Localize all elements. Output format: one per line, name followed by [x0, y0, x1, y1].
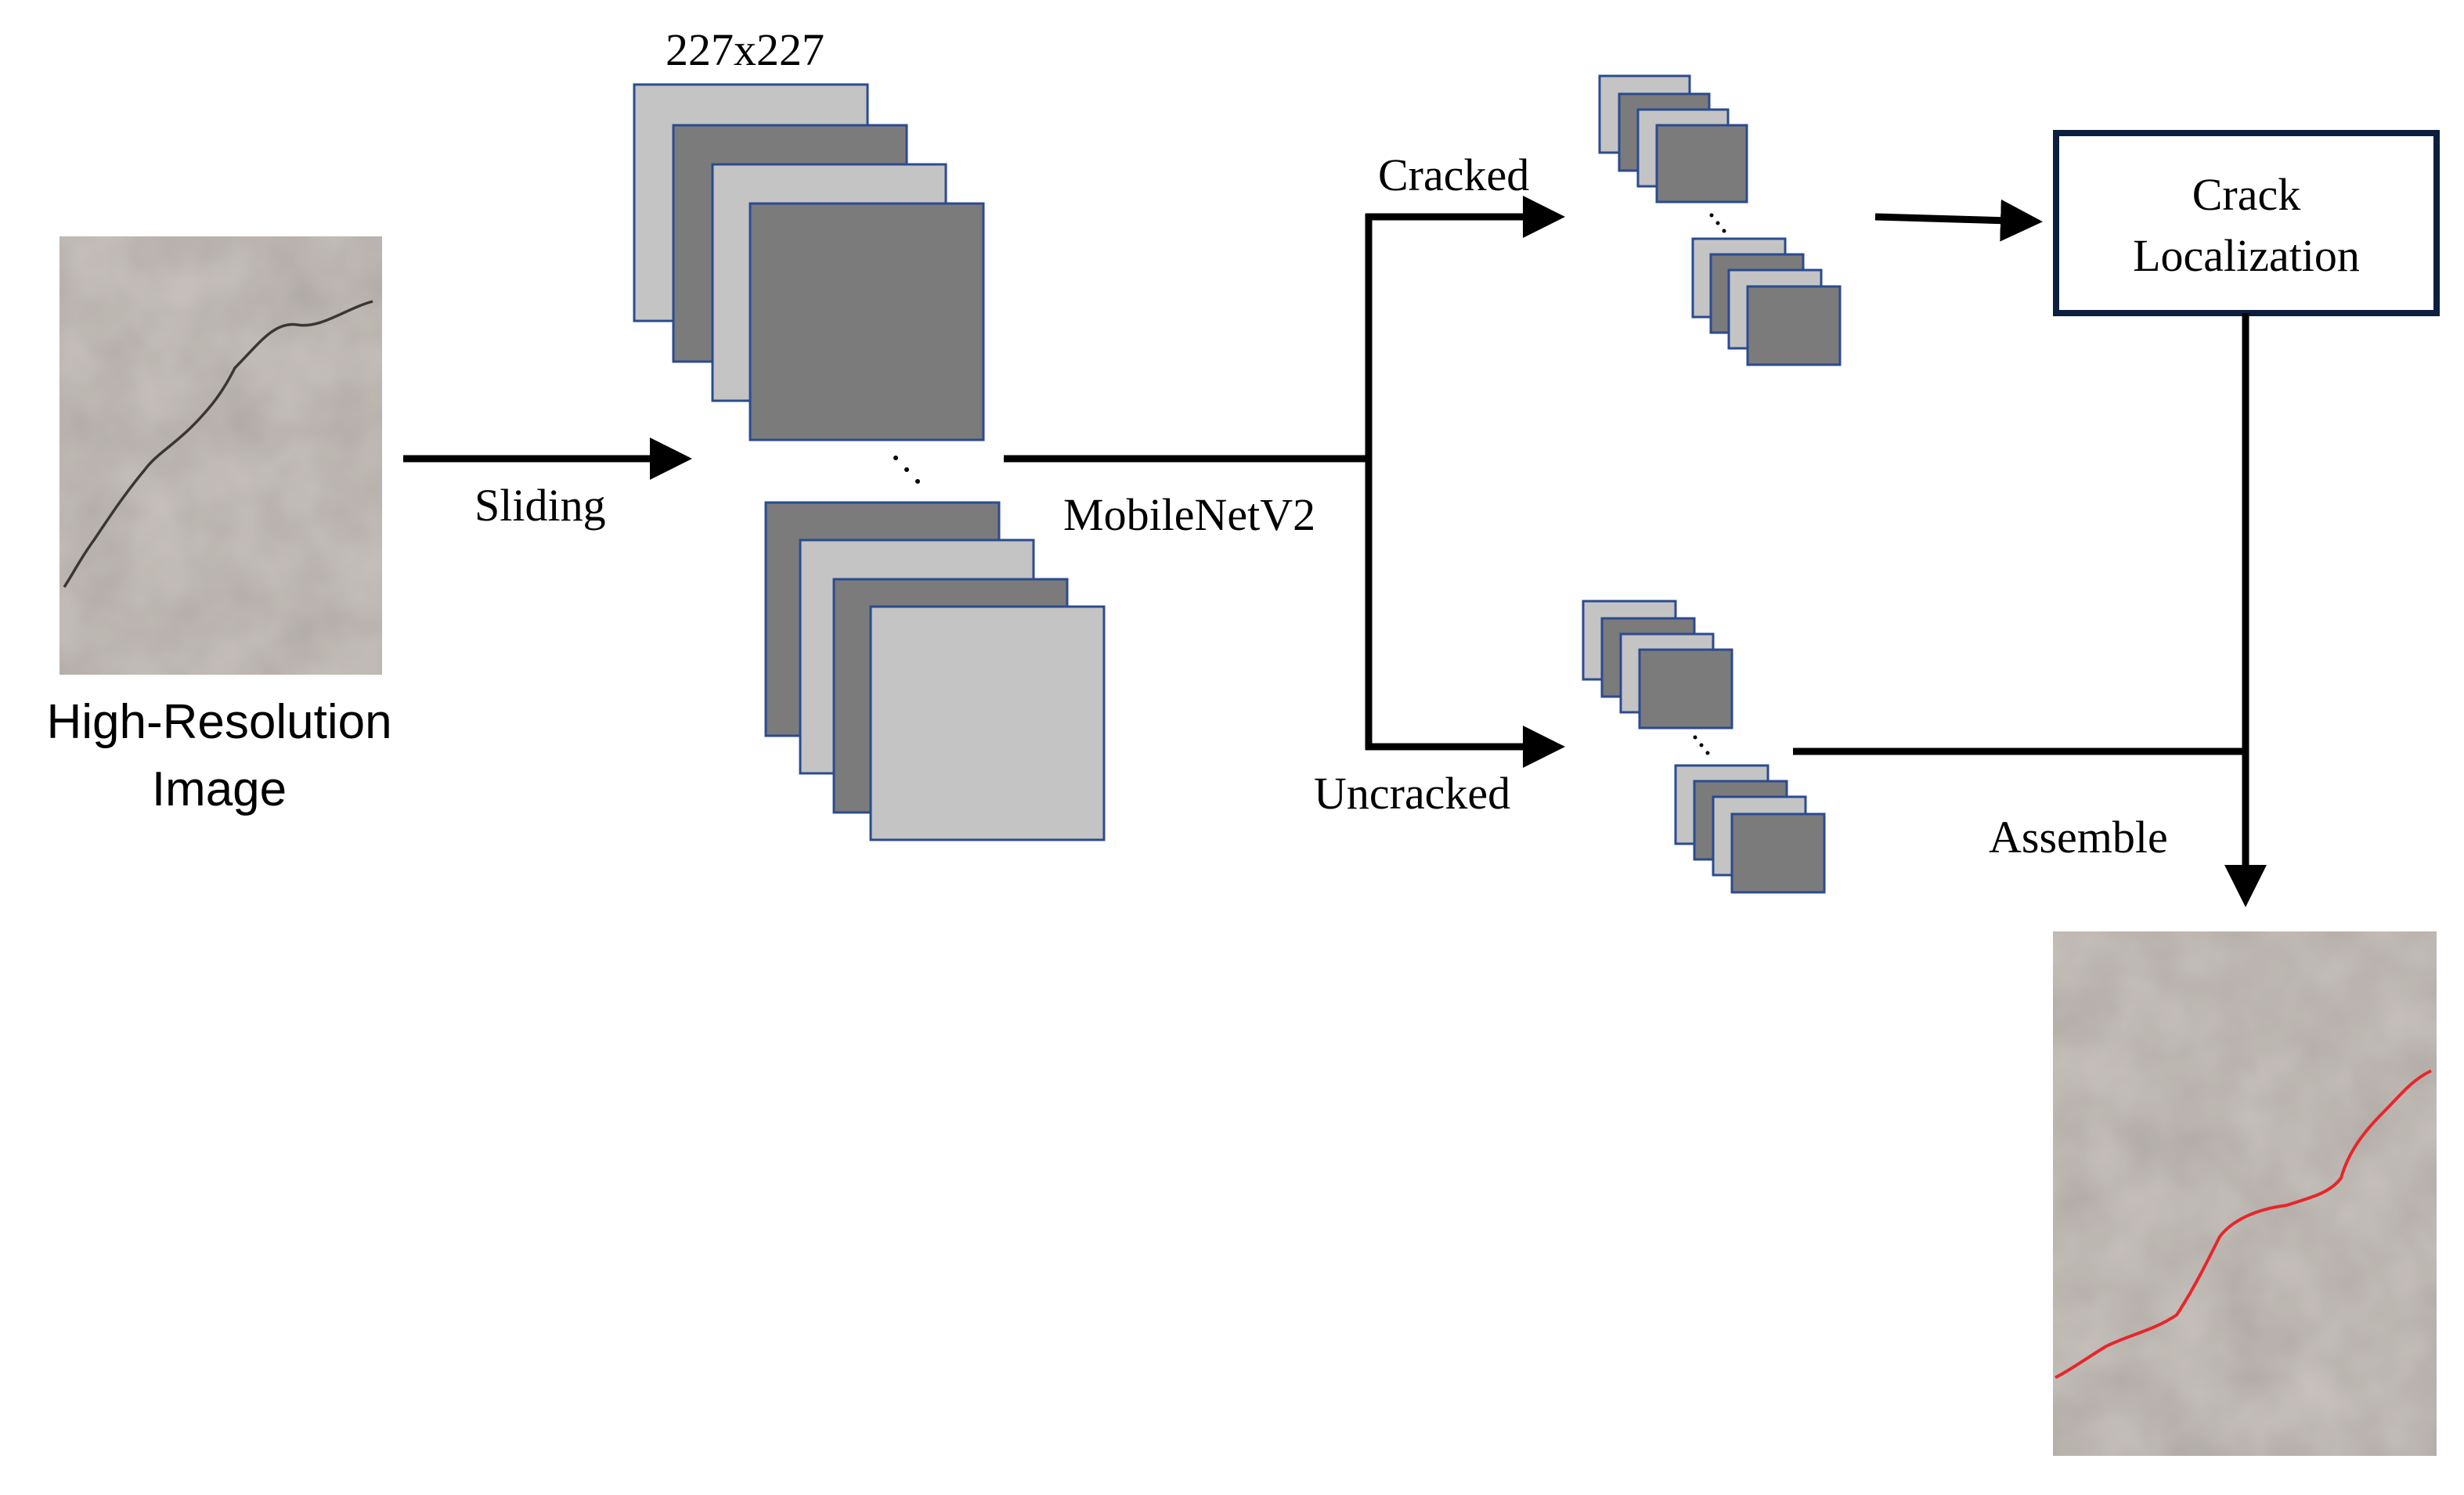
input-image-label-line1: High-Resolution — [46, 695, 392, 749]
to-localization-arrow — [1874, 199, 2043, 242]
patch-stack-ellipsis — [893, 456, 920, 484]
patch-size-label: 227x227 — [666, 24, 824, 75]
cracked-ellipsis — [1709, 213, 1726, 233]
patch — [1638, 648, 1733, 729]
cracked-label: Cracked — [1378, 150, 1530, 200]
highlighted-crack-line — [2055, 1069, 2432, 1379]
input-image-label-line2: Image — [151, 762, 287, 816]
uncracked-ellipsis — [1693, 735, 1710, 755]
patch — [1730, 812, 1826, 894]
classifier-branches — [1004, 196, 1565, 768]
uncracked-patch-stack-bottom — [1674, 764, 1826, 894]
input-image-label: High-Resolution Image — [23, 689, 415, 823]
crack-localization-label: Crack Localization — [2059, 164, 2433, 286]
output-image — [2053, 931, 2437, 1456]
crack-localization-label-line2: Localization — [2133, 230, 2360, 281]
input-image — [60, 236, 382, 675]
crack-localization-label-line1: Crack — [2192, 169, 2301, 220]
patch-stack-top — [633, 83, 985, 441]
uncracked-label: Uncracked — [1314, 768, 1511, 819]
patch-stack-bottom — [764, 501, 1106, 841]
cracked-patch-stack-bottom — [1691, 237, 1842, 366]
crack-localization-box — [2053, 130, 2440, 316]
input-crack-line — [63, 300, 373, 588]
patch — [749, 202, 985, 441]
patch — [869, 605, 1106, 841]
patch — [1655, 124, 1748, 204]
patch — [1746, 285, 1842, 366]
assemble-label: Assemble — [1989, 812, 2168, 863]
uncracked-patch-stack-top — [1582, 600, 1733, 729]
sliding-label: Sliding — [474, 480, 606, 531]
assemble-connector — [1793, 313, 2267, 907]
model-label: MobileNetV2 — [1063, 489, 1316, 540]
cracked-patch-stack-top — [1598, 74, 1748, 204]
